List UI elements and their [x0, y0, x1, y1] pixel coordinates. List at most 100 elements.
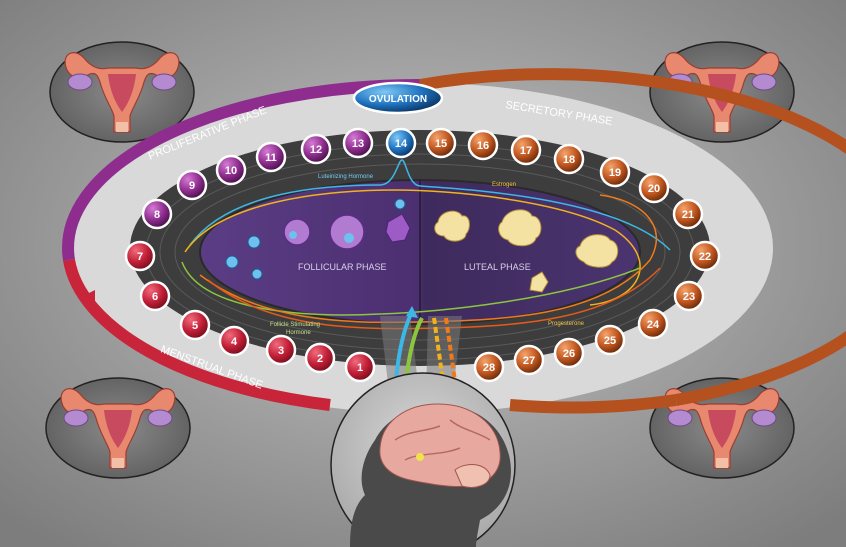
follicular-phase-label: FOLLICULAR PHASE [298, 262, 387, 272]
ovulation-label: OVULATION [369, 94, 427, 105]
fsh-curve [181, 261, 641, 316]
day-14: 14 [385, 127, 417, 159]
day-16: 16 [467, 129, 499, 161]
progesterone-label: Progesterone [548, 321, 585, 327]
day-number: 26 [563, 348, 575, 360]
day-20: 20 [638, 172, 670, 204]
day-number: 17 [520, 145, 532, 157]
day-ball [467, 129, 499, 161]
day-18: 18 [553, 143, 585, 175]
day-3: 3 [265, 334, 297, 366]
lh-label: Luteinizing Hormone [318, 174, 374, 180]
day-number: 6 [152, 291, 158, 303]
day-24: 24 [637, 308, 669, 340]
day-ball [139, 280, 171, 312]
day-6: 6 [139, 280, 171, 312]
estrogen-label: Estrogen [492, 182, 516, 188]
day-22: 22 [689, 240, 721, 272]
corpus-luteum-icon [434, 209, 619, 293]
day-27: 27 [513, 344, 545, 376]
day-2: 2 [304, 342, 336, 374]
day-ball [255, 141, 287, 173]
day-ball [553, 337, 585, 369]
day-ball [513, 344, 545, 376]
day-19: 19 [599, 156, 631, 188]
day-number: 19 [609, 167, 621, 179]
day-1: 1 [344, 351, 376, 383]
day-ball [265, 334, 297, 366]
day-number: 18 [563, 154, 575, 166]
day-ball [141, 198, 173, 230]
fsh-label-line1: Follicle Stimulating [270, 322, 320, 328]
day-number: 16 [477, 140, 489, 152]
day-number: 20 [648, 183, 660, 195]
luteal-phase-label: LUTEAL PHASE [464, 262, 531, 272]
day-number: 28 [483, 362, 495, 374]
day-number: 14 [395, 138, 408, 150]
day-number: 7 [137, 251, 143, 263]
day-ball [638, 172, 670, 204]
day-7: 7 [124, 240, 156, 272]
day-ball [342, 127, 374, 159]
day-number: 2 [317, 353, 323, 365]
day-number: 5 [192, 320, 198, 332]
day-ball [344, 351, 376, 383]
day-ball [473, 351, 505, 383]
day-25: 25 [594, 324, 626, 356]
progesterone-curve [199, 194, 657, 324]
day-5: 5 [179, 309, 211, 341]
day-number: 10 [225, 165, 237, 177]
ovulation-badge: OVULATION [352, 81, 444, 115]
uterus-icon [45, 377, 191, 479]
day-ball [179, 309, 211, 341]
day-number: 9 [189, 180, 195, 192]
day-9: 9 [176, 169, 208, 201]
day-ball [300, 133, 332, 165]
day-28: 28 [473, 351, 505, 383]
day-11: 11 [255, 141, 287, 173]
day-number: 4 [231, 336, 238, 348]
day-number: 1 [357, 362, 363, 374]
day-10: 10 [215, 154, 247, 186]
day-number: 12 [310, 144, 322, 156]
day-ball [218, 325, 250, 357]
day-21: 21 [672, 198, 704, 230]
day-ball [673, 280, 705, 312]
day-8: 8 [141, 198, 173, 230]
day-ball [425, 127, 457, 159]
day-ball [594, 324, 626, 356]
day-23: 23 [673, 280, 705, 312]
day-number: 22 [699, 251, 711, 263]
brain-icon [330, 372, 516, 547]
day-number: 23 [683, 291, 695, 303]
day-number: 24 [647, 319, 660, 331]
day-ball [176, 169, 208, 201]
day-17: 17 [510, 134, 542, 166]
day-number: 15 [435, 138, 447, 150]
day-ball [215, 154, 247, 186]
follicle-icon [225, 198, 411, 280]
day-26: 26 [553, 337, 585, 369]
day-number: 3 [278, 345, 284, 357]
day-number: 27 [523, 355, 535, 367]
day-ball [304, 342, 336, 374]
lh-curve [189, 159, 671, 251]
day-ball [510, 134, 542, 166]
day-15: 15 [425, 127, 457, 159]
day-12: 12 [300, 133, 332, 165]
day-ball [553, 143, 585, 175]
day-number: 8 [154, 209, 160, 221]
day-ball [599, 156, 631, 188]
fsh-label-line2: Hormone [286, 330, 311, 336]
day-number: 21 [682, 209, 694, 221]
day-13: 13 [342, 127, 374, 159]
day-number: 13 [352, 138, 364, 150]
day-ball [637, 308, 669, 340]
day-ball [385, 127, 417, 159]
day-ball [124, 240, 156, 272]
day-ball [689, 240, 721, 272]
day-ball [672, 198, 704, 230]
day-number: 25 [604, 335, 616, 347]
